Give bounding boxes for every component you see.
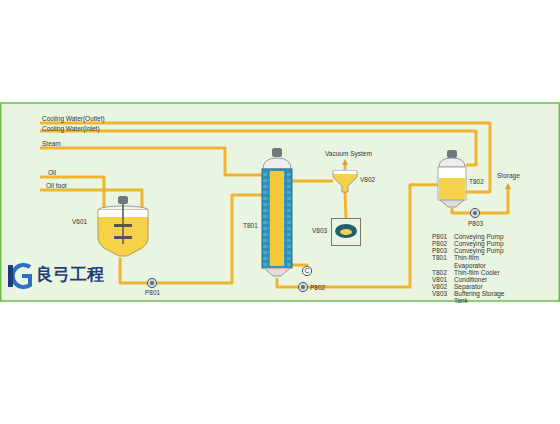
pipe-connector: [120, 258, 147, 283]
panel: [1, 103, 560, 301]
pump-symbol: [470, 208, 480, 218]
equipment-tag: T802: [469, 178, 484, 185]
pipe-label: Steam: [42, 140, 61, 147]
pump: P801: [147, 278, 157, 288]
legend-row: T801Thin-film Evaporator: [432, 254, 510, 268]
separator: V802: [333, 170, 357, 192]
steam-pipe: [40, 148, 262, 175]
oil-pipe: [40, 177, 104, 210]
legend-description: Conveying Pump: [454, 247, 504, 254]
legend-code: T802: [432, 269, 454, 276]
equipment-tag: T801: [243, 222, 258, 229]
pump: P802: [298, 282, 308, 292]
pipe-label: Oil foot: [46, 182, 67, 189]
pipe-connector: [452, 208, 470, 213]
pipe-connector: [292, 180, 333, 183]
pump: P803: [470, 208, 480, 218]
legend-code: V803: [432, 290, 454, 304]
buffer-tank: V803: [331, 218, 361, 246]
legend-list: P801Conveying PumpP802Conveying PumpP803…: [432, 233, 510, 304]
legend-description: Buffering Storage Tank: [454, 290, 510, 304]
legend-row: P802Conveying Pump: [432, 240, 510, 247]
legend-row: V802Separator: [432, 283, 510, 290]
legend-description: Conditioner: [454, 276, 487, 283]
legend-code: P802: [432, 240, 454, 247]
legend-row: P803Conveying Pump: [432, 247, 510, 254]
pipe-connector: [157, 195, 262, 283]
pipe-label: Vacuum System: [325, 150, 372, 157]
pipe-label: Storage: [497, 172, 520, 179]
circle-letter: C: [304, 267, 309, 275]
logo-bar: [8, 265, 13, 287]
logo-icon: [8, 265, 30, 287]
pipe-connector: [345, 192, 346, 218]
storage-pipe: [480, 186, 508, 213]
legend-row: V801Conditioner: [432, 276, 510, 283]
pump-symbol: [147, 278, 157, 288]
equipment-tag: V803: [312, 227, 327, 234]
equipment-tag: P801: [145, 289, 160, 296]
legend-row: T802Thin-film Cooler: [432, 269, 510, 276]
evaporator-symbol: [262, 148, 292, 278]
evaporator-column: T801: [262, 148, 292, 278]
equipment-tag: V601: [72, 218, 87, 225]
buffer-tank-symbol: [331, 218, 361, 246]
tank-symbol: [94, 196, 152, 258]
cooler-symbol: [438, 150, 466, 208]
legend-description: Thin-film Cooler: [454, 269, 500, 276]
watermark: 良弓工程: [36, 265, 104, 284]
legend-code: P803: [432, 247, 454, 254]
legend-description: Conveying Pump: [454, 240, 504, 247]
equipment-tag: V802: [360, 176, 375, 183]
legend-row: V803Buffering Storage Tank: [432, 290, 510, 304]
legend-code: T801: [432, 254, 454, 268]
legend-code: P801: [432, 233, 454, 240]
vacuum-pipe: [344, 162, 347, 170]
separator-symbol: [333, 170, 357, 192]
legend-description: Thin-film Evaporator: [454, 254, 494, 268]
cooler: T802: [438, 150, 466, 208]
pipe-label: Cooling Water(Outlet): [42, 115, 105, 122]
equipment-tag: P802: [310, 284, 325, 291]
c-circle: C: [302, 266, 312, 276]
logo-arc: [13, 265, 30, 287]
equipment-tag: P803: [468, 220, 483, 227]
conditioner-tank: V601: [94, 196, 152, 258]
legend-description: Separator: [454, 283, 483, 290]
pipe-label: Oil: [48, 169, 56, 176]
pipe-connector: [292, 265, 307, 266]
pipe-connector: [308, 185, 438, 287]
legend-code: V801: [432, 276, 454, 283]
legend-row: P801Conveying Pump: [432, 233, 510, 240]
pipe-connector: [277, 278, 298, 287]
legend-description: Conveying Pump: [454, 233, 504, 240]
pump-symbol: [298, 282, 308, 292]
pipe-label: Cooling Water(Inlet): [42, 125, 100, 132]
legend-code: V802: [432, 283, 454, 290]
